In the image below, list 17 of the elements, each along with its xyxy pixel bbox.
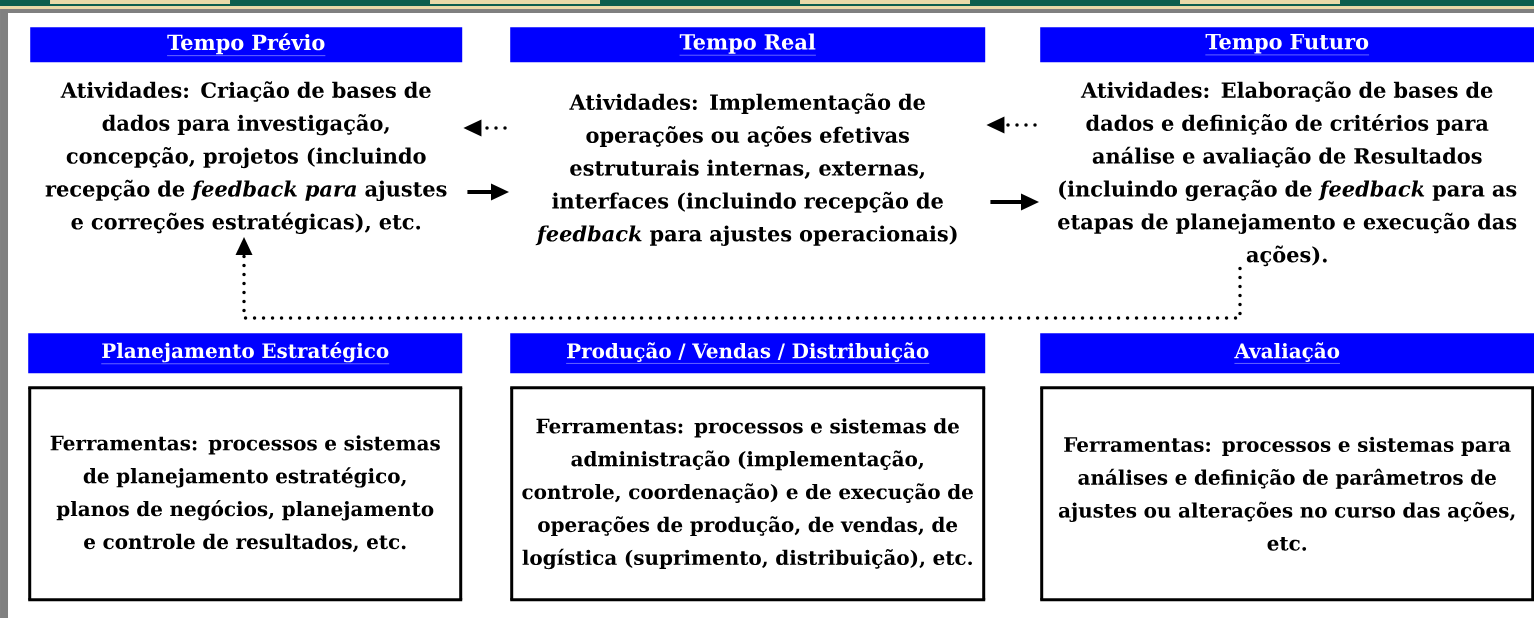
node-label: Atividades: Elaboração de bases de dados e definição de critérios para análise e avaliação de Resultados (incluindo geração de feedback para as etapas de planejamento e execução das ações). [1058,81,1517,267]
arrow [463,119,507,137]
column-block: Tempo Futuro Atividades: Elaboração de bases de dados e definição de critérios para análise e avaliação de Resultados (incluindo geração de feedback para as etapas de planejamento e execução das ações). [1040,27,1534,267]
tool-box: Planejamento Estratégico Ferramentas: processos e sistemas de planejamento estratégico, planos de negócios, planejamento e controle de resultados, etc. [28,333,463,602]
arrow [986,116,1037,134]
node-label: Ferramentas: processos e sistemas de administração (implementação, controle, coordenação) e de execução de operações de produção, de vendas, de logística (suprimento, distribuição), etc. [522,418,973,570]
arrow [235,237,1242,320]
node-label: Ferramentas: processos e sistemas para análises e definição de parâmetros de ajustes ou alterações no curso das ações, etc. [1058,436,1515,551]
arrow [990,193,1039,211]
column-block: Tempo Real Atividades: Implementação de operações ou ações efetivas estruturais internas, externas, interfaces (incluindo recepção de feedback para ajustes operacionais) [510,27,986,246]
node-label: Ferramentas: processos e sistemas de planejamento estratégico, planos de negócios, planejamento e controle de resultados, etc. [50,435,440,553]
node-label: Atividades: Implementação de operações ou ações efetivas estruturais internas, externas, interfaces (incluindo recepção de feedback para ajustes operacionais) [535,93,957,246]
column-block: Tempo Prévio Atividades: Criação de bases de dados para investigação, concepção, projetos (incluindo recepção de feedback para ajustes e correções estratégicas), etc. [30,27,463,234]
tool-box: Produção / Vendas / Distribuição Ferramentas: processos e sistemas de administração (implementação, controle, coordenação) e de execução de operações de produção, de vendas, de logística (suprimento, distribuição), etc. [510,333,986,602]
arrow [467,183,509,201]
tool-box: Avaliação Ferramentas: processos e sistemas para análises e definição de parâmetros de ajustes ou alterações no curso das ações, etc. [1040,333,1534,602]
node-label: Atividades: Criação de bases de dados para investigação, concepção, projetos (incluindo recepção de feedback para ajustes e correções estratégicas), etc. [45,81,447,234]
